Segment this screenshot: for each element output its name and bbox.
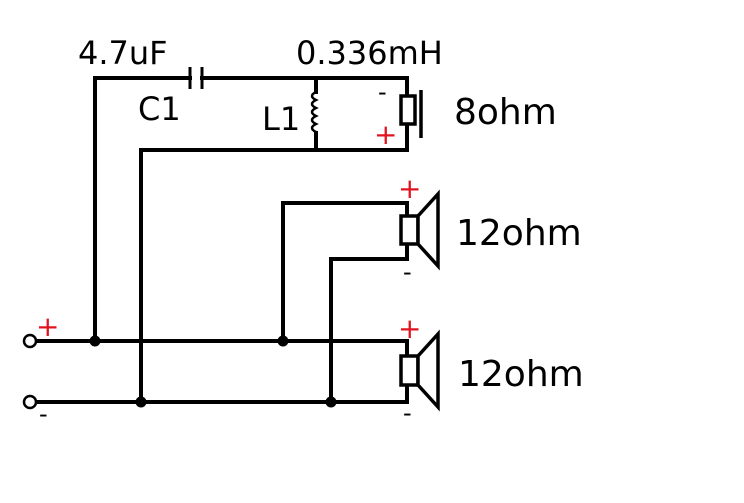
junction-dots (89, 335, 337, 408)
input-minus-mark: - (39, 400, 48, 428)
tweeter-impedance-label: 8ohm (454, 92, 557, 133)
input-terminals (22, 333, 38, 410)
inductor-value-label: 0.336mH (296, 34, 443, 72)
wires (35, 76, 409, 404)
woofer-upper-minus-mark: - (403, 258, 412, 286)
woofer-upper-plus-mark: + (398, 172, 421, 205)
speaker-symbol-woofer-lower (399, 329, 440, 412)
tweeter-plus-mark: + (374, 118, 397, 151)
terminal-circle-minus (22, 394, 38, 410)
woofer-lower-impedance-label: 12ohm (458, 354, 584, 395)
inductor-coil-symbol (310, 90, 319, 134)
capacitor-ref-label: C1 (138, 90, 181, 128)
woofer-lower-minus-mark: - (403, 399, 412, 427)
junction-dot (277, 335, 289, 347)
junction-dot (89, 335, 101, 347)
tweeter-minus-mark: - (378, 78, 387, 106)
woofer-lower-plus-mark: + (398, 312, 421, 345)
input-plus-mark: + (36, 310, 59, 343)
speaker-symbol-tweeter (399, 90, 423, 138)
terminal-circle-plus (22, 333, 38, 349)
woofer-upper-impedance-label: 12ohm (456, 213, 582, 254)
speaker-symbol-woofer-upper (399, 189, 440, 271)
capacitor-symbol (188, 67, 204, 89)
inductor-ref-label: L1 (262, 100, 300, 138)
junction-dot (135, 396, 147, 408)
capacitor-value-label: 4.7uF (78, 34, 168, 72)
junction-dot (325, 396, 337, 408)
